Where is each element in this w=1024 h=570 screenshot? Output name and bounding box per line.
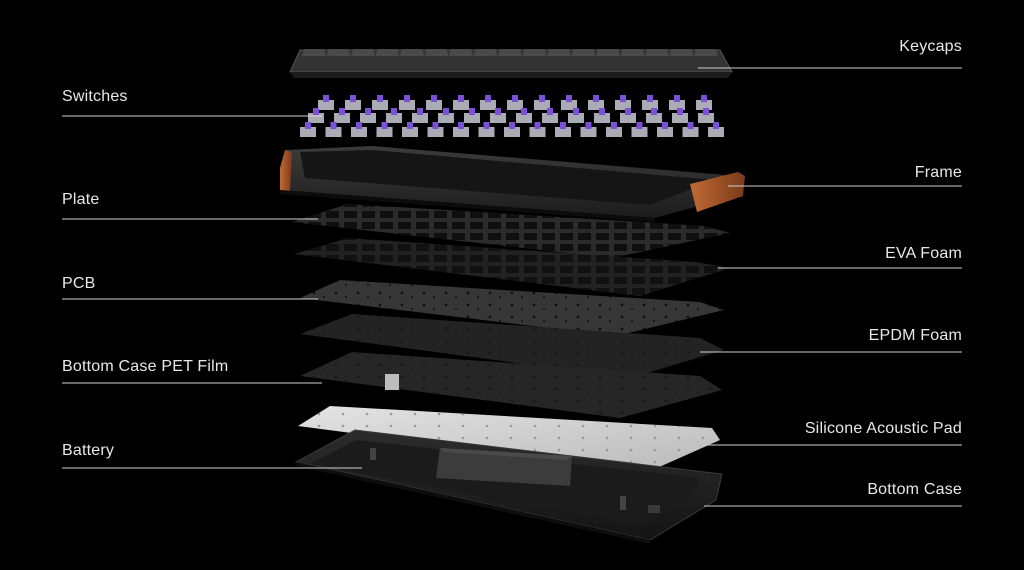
keycap <box>694 49 718 56</box>
label-frame: Frame <box>914 164 962 181</box>
switch <box>620 108 636 123</box>
switch <box>672 108 688 123</box>
switch <box>453 95 469 110</box>
label-keycaps: Keycaps <box>899 38 962 55</box>
keycap <box>596 49 620 56</box>
switch <box>325 122 342 137</box>
label-pcb: PCB <box>62 275 96 292</box>
switch <box>386 108 402 123</box>
switch <box>669 95 685 110</box>
label-bottom-case: Bottom Case <box>867 481 962 498</box>
label-eva-foam: EVA Foam <box>885 245 962 262</box>
switch <box>376 122 393 137</box>
switch <box>646 108 662 123</box>
keycap <box>351 49 375 56</box>
switch <box>453 122 469 137</box>
switch <box>504 122 520 137</box>
keycap <box>400 49 424 56</box>
plate-layer <box>292 204 730 258</box>
pcb-layer <box>300 280 724 336</box>
battery-cell <box>436 448 572 486</box>
switch <box>490 108 506 123</box>
keycap <box>645 49 669 56</box>
switch <box>300 122 316 137</box>
switch <box>568 108 584 123</box>
frame-layer <box>280 146 745 222</box>
switch <box>318 95 334 110</box>
leader-lines <box>62 67 962 507</box>
switch <box>534 95 550 110</box>
epdm-foam-layer <box>300 314 724 378</box>
switch <box>631 122 648 137</box>
bottom-case-pet-film-layer <box>300 352 722 418</box>
keycap <box>522 49 547 56</box>
keycap <box>571 49 596 56</box>
switch <box>399 95 415 110</box>
switch <box>427 122 444 137</box>
label-bottom-case-pet-film: Bottom Case PET Film <box>62 358 229 375</box>
switch <box>360 108 376 123</box>
switch <box>588 95 604 110</box>
switch <box>478 122 495 137</box>
switch <box>606 122 622 137</box>
keycap <box>498 49 522 56</box>
keycap <box>547 49 571 56</box>
keycap <box>302 49 326 56</box>
bottom-case-layer <box>294 429 723 544</box>
switch <box>682 122 699 137</box>
switch <box>438 108 454 123</box>
switch <box>345 95 361 110</box>
switch <box>464 108 480 123</box>
switch <box>698 108 714 123</box>
switch <box>412 108 428 123</box>
switch <box>334 108 350 123</box>
switch <box>657 122 673 137</box>
keycap <box>375 49 400 56</box>
silicone-acoustic-pad-layer <box>298 406 720 472</box>
switch <box>642 95 658 110</box>
keycap <box>424 49 449 56</box>
label-battery: Battery <box>62 442 115 459</box>
switch <box>480 95 496 110</box>
label-silicone-acoustic-pad: Silicone Acoustic Pad <box>804 420 962 437</box>
label-epdm-foam: EPDM Foam <box>868 327 962 344</box>
switch <box>529 122 546 137</box>
switch <box>594 108 610 123</box>
keycaps-layer <box>289 49 733 78</box>
keycap <box>473 49 498 56</box>
keycap <box>620 49 645 56</box>
switch <box>351 122 367 137</box>
switch <box>561 95 577 110</box>
label-plate: Plate <box>62 191 100 208</box>
switches-layer <box>300 95 724 137</box>
switch <box>542 108 558 123</box>
switch <box>402 122 418 137</box>
label-switches: Switches <box>62 88 128 105</box>
switch <box>615 95 631 110</box>
switch <box>507 95 523 110</box>
eva-foam-layer <box>294 238 730 296</box>
keycap <box>669 49 694 56</box>
keycap <box>449 49 473 56</box>
switch <box>555 122 571 137</box>
switch <box>516 108 532 123</box>
keycap <box>326 49 351 56</box>
switch <box>426 95 442 110</box>
switch <box>696 95 712 110</box>
switch <box>580 122 597 137</box>
switch <box>372 95 388 110</box>
switch <box>708 122 724 137</box>
switch <box>308 108 324 123</box>
